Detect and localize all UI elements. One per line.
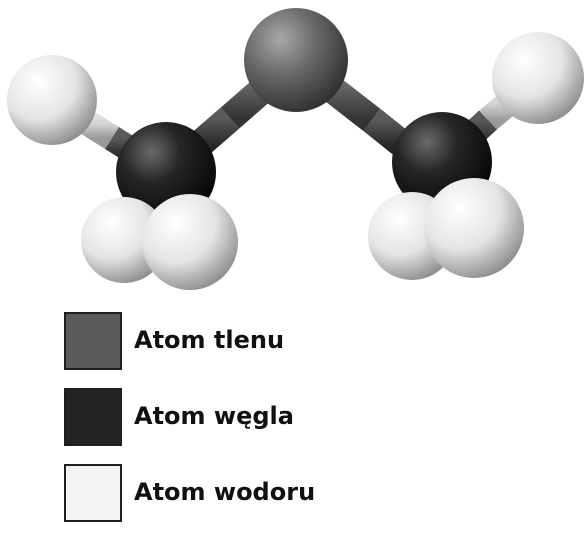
hydrogen-atom-right-upper <box>492 32 584 124</box>
legend-item-hydrogen: Atom wodoru <box>64 464 544 526</box>
hydrogen-atom-left-lower-front <box>142 194 238 290</box>
hydrogen-atom-right-lower-front <box>424 178 524 278</box>
hydrogen-swatch <box>64 464 122 522</box>
hydrogen-atom-left-upper <box>7 55 97 145</box>
legend-label-carbon: Atom węgla <box>134 402 294 430</box>
carbon-swatch <box>64 388 122 446</box>
legend: Atom tlenu Atom węgla Atom wodoru <box>64 312 544 540</box>
legend-label-oxygen: Atom tlenu <box>134 326 285 354</box>
oxygen-atom <box>244 8 348 112</box>
legend-label-hydrogen: Atom wodoru <box>134 478 316 506</box>
legend-item-carbon: Atom węgla <box>64 388 544 450</box>
oxygen-swatch <box>64 312 122 370</box>
hydrogen-atom-left-lower-back <box>81 197 167 283</box>
molecule-figure <box>7 8 584 290</box>
legend-item-oxygen: Atom tlenu <box>64 312 544 374</box>
